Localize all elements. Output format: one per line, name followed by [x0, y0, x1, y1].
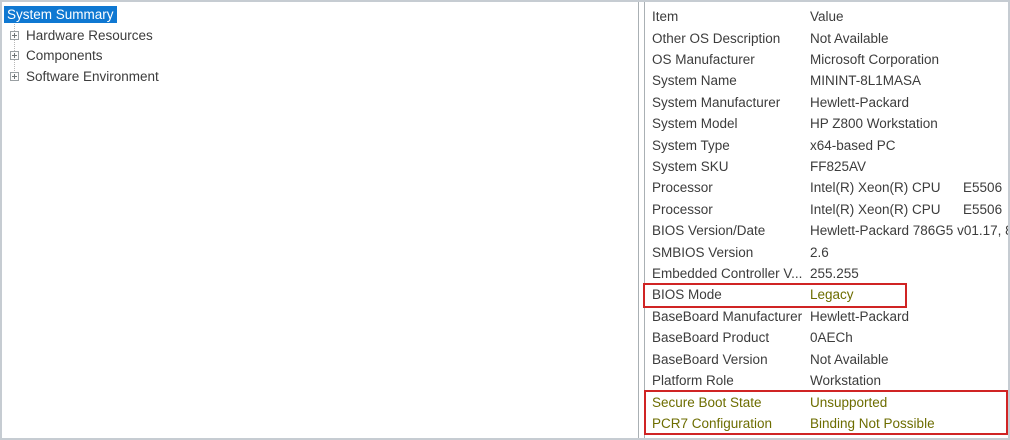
table-row[interactable]: SMBIOS Version 2.6: [647, 241, 1008, 262]
item-cell: System Model: [652, 116, 738, 132]
item-cell: System SKU: [652, 159, 729, 175]
value-cell: MININT-8L1MASA: [810, 73, 922, 89]
table-row[interactable]: Secure Boot State Unsupported: [647, 391, 1008, 412]
tree-item-label: Components: [26, 48, 103, 64]
table-header-row: Item Value: [647, 6, 1008, 27]
table-row[interactable]: PCR7 Configuration Binding Not Possible: [647, 413, 1008, 434]
column-header-item[interactable]: Item: [652, 9, 679, 25]
item-cell: BaseBoard Version: [652, 351, 768, 367]
value-cell: Hewlett-Packard 786G5 v01.17, 8/: [810, 223, 1008, 239]
table-row[interactable]: System Type x64-based PC: [647, 134, 1008, 155]
value-cell: FF825AV: [810, 159, 867, 175]
tree-item-label: Hardware Resources: [26, 27, 153, 43]
item-cell: BaseBoard Product: [652, 330, 770, 346]
panel-splitter-line-right[interactable]: [644, 2, 645, 438]
tree-item-list: System Summary Hardware Resources Compon…: [2, 2, 636, 87]
table-row[interactable]: Embedded Controller V... 255.255: [647, 263, 1008, 284]
item-cell: BIOS Version/Date: [652, 223, 766, 239]
item-cell: Other OS Description: [652, 30, 781, 46]
item-cell: BaseBoard Manufacturer: [652, 308, 803, 324]
table-row[interactable]: System Manufacturer Hewlett-Packard: [647, 92, 1008, 113]
table-body: Other OS Description Not Available OS Ma…: [647, 27, 1008, 434]
value-cell: Workstation: [810, 373, 882, 389]
table-row[interactable]: Processor Intel(R) Xeon(R) CPU E5506: [647, 199, 1008, 220]
item-cell: OS Manufacturer: [652, 52, 755, 68]
column-header-value[interactable]: Value: [810, 9, 844, 25]
tree-item-label: System Summary: [4, 5, 117, 23]
table-row[interactable]: BaseBoard Manufacturer Hewlett-Packard: [647, 306, 1008, 327]
tree-item[interactable]: System Summary: [2, 4, 636, 25]
item-cell: Secure Boot State: [652, 394, 762, 410]
tree-item[interactable]: Hardware Resources: [2, 25, 636, 46]
value-cell: 255.255: [810, 266, 859, 282]
value-cell: Not Available: [810, 351, 889, 367]
item-cell: Embedded Controller V...: [652, 266, 803, 282]
value-cell: Intel(R) Xeon(R) CPU E5506: [810, 180, 1003, 196]
item-cell: BIOS Mode: [652, 287, 722, 303]
category-tree: System Summary Hardware Resources Compon…: [2, 2, 636, 438]
table-row[interactable]: OS Manufacturer Microsoft Corporation: [647, 49, 1008, 70]
table-row[interactable]: Processor Intel(R) Xeon(R) CPU E5506: [647, 177, 1008, 198]
expand-plus-icon[interactable]: [10, 30, 19, 40]
table-row[interactable]: BaseBoard Product 0AECh: [647, 327, 1008, 348]
table-row[interactable]: System SKU FF825AV: [647, 156, 1008, 177]
item-cell: System Manufacturer: [652, 94, 781, 110]
item-cell: System Type: [652, 137, 730, 153]
item-cell: Processor: [652, 180, 713, 196]
value-cell: Binding Not Possible: [810, 415, 935, 431]
table-row[interactable]: BIOS Version/Date Hewlett-Packard 786G5 …: [647, 220, 1008, 241]
expand-plus-icon[interactable]: [10, 51, 19, 61]
tree-item-label: Software Environment: [26, 69, 159, 85]
value-cell: Hewlett-Packard: [810, 94, 910, 110]
value-cell: x64-based PC: [810, 137, 896, 153]
tree-item[interactable]: Components: [2, 46, 636, 67]
details-pane: Item Value Other OS Description Not Avai…: [647, 2, 1008, 438]
value-cell: Hewlett-Packard: [810, 308, 910, 324]
value-cell: 0AECh: [810, 330, 853, 346]
value-cell: 2.6: [810, 244, 829, 260]
table-row[interactable]: Other OS Description Not Available: [647, 27, 1008, 48]
item-cell: Platform Role: [652, 373, 734, 389]
table-row[interactable]: Platform Role Workstation: [647, 370, 1008, 391]
item-cell: PCR7 Configuration: [652, 415, 773, 431]
item-cell: System Name: [652, 73, 737, 89]
table-row[interactable]: System Name MININT-8L1MASA: [647, 70, 1008, 91]
value-cell: Microsoft Corporation: [810, 52, 940, 68]
table-row[interactable]: System Model HP Z800 Workstation: [647, 113, 1008, 134]
value-cell: HP Z800 Workstation: [810, 116, 938, 132]
value-cell: Legacy: [810, 287, 854, 303]
panel-splitter-line-left: [638, 2, 639, 438]
item-cell: SMBIOS Version: [652, 244, 754, 260]
table-row[interactable]: BIOS Mode Legacy: [647, 284, 1008, 305]
item-cell: Processor: [652, 201, 713, 217]
expand-plus-icon[interactable]: [10, 72, 19, 82]
table-row[interactable]: BaseBoard Version Not Available: [647, 349, 1008, 370]
value-cell: Not Available: [810, 30, 889, 46]
tree-item[interactable]: Software Environment: [2, 66, 636, 87]
value-cell: Unsupported: [810, 394, 888, 410]
value-cell: Intel(R) Xeon(R) CPU E5506: [810, 201, 1003, 217]
